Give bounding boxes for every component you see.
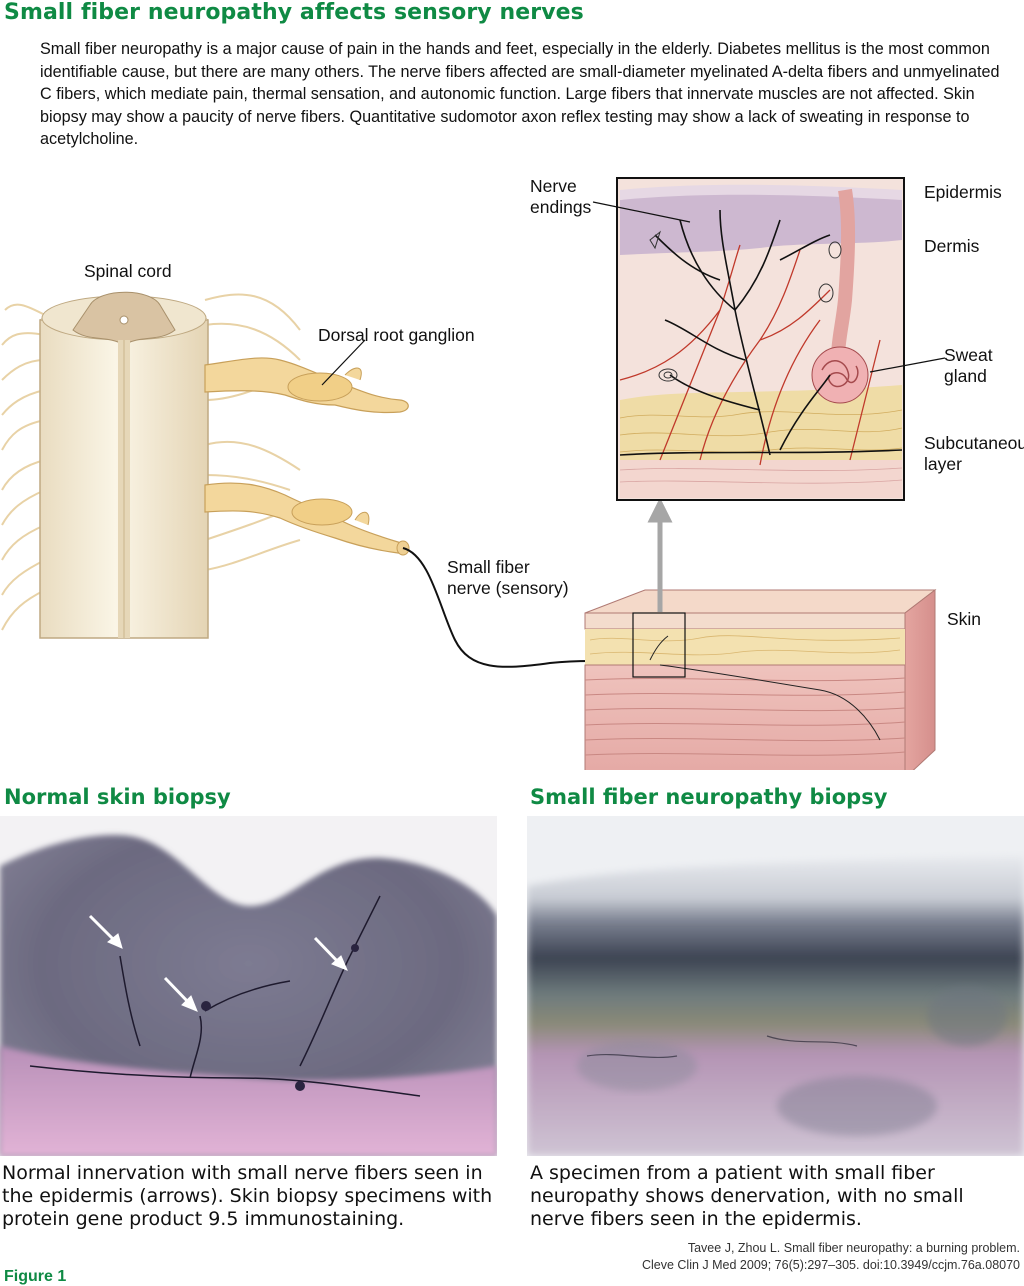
- fat-lobules: [589, 635, 901, 656]
- leader-lines: [592, 201, 946, 373]
- neuropathy-biopsy-caption: A specimen from a patient with small fib…: [530, 1162, 964, 1230]
- skin-block: [584, 588, 937, 780]
- normal-biopsy-heading: Normal skin biopsy: [4, 785, 231, 809]
- anatomy-diagram: Nerve endings Epidermis Dermis Spinal co…: [0, 160, 1024, 780]
- citation-line-2: Cleve Clin J Med 2009; 76(5):297–305. do…: [641, 1257, 1020, 1272]
- biopsy-arrow-icon: [88, 914, 348, 1012]
- blood-vessels: [619, 244, 881, 466]
- intro-paragraph: Small fiber neuropathy is a major cause …: [40, 40, 1000, 148]
- dorsal-root-ganglion-lower: [204, 482, 410, 556]
- normal-biopsy-caption: Normal innervation with small nerve fibe…: [2, 1162, 493, 1230]
- label-sweat-gland: Sweat gland: [944, 345, 993, 386]
- figure-label: Figure 1: [4, 1268, 67, 1285]
- nerve-fibers: [619, 209, 903, 456]
- label-dorsal-root-ganglion: Dorsal root ganglion: [318, 325, 475, 345]
- page-title: Small fiber neuropathy affects sensory n…: [4, 0, 584, 25]
- muscle-striations: [584, 677, 906, 756]
- anatomy-illustration: [1, 177, 946, 780]
- label-skin: Skin: [947, 609, 982, 629]
- ganglion-leader-line: [321, 339, 366, 386]
- label-subcutaneous-layer: Subcutaneous layer: [924, 433, 1024, 474]
- label-epidermis: Epidermis: [924, 182, 1002, 202]
- sensory-receptors: [649, 230, 842, 382]
- citation-line-1: Tavee J, Zhou L. Small fiber neuropathy:…: [687, 1241, 1020, 1255]
- biopsy-region-box: [632, 612, 686, 678]
- label-spinal-cord: Spinal cord: [84, 261, 172, 281]
- neuropathy-biopsy-image: [527, 816, 1024, 1156]
- neuropathy-biopsy-heading: Small fiber neuropathy biopsy: [530, 785, 888, 809]
- sweat-gland: [811, 346, 869, 404]
- spinal-cord: [1, 291, 301, 639]
- label-small-fiber-nerve: Small fiber nerve (sensory): [447, 557, 569, 598]
- label-nerve-endings: Nerve endings: [530, 176, 592, 217]
- normal-biopsy-image: [0, 816, 497, 1156]
- dorsal-root-ganglion-upper: [204, 357, 409, 414]
- citation: Tavee J, Zhou L. Small fiber neuropathy:…: [642, 1240, 1020, 1273]
- skin-inset: [616, 177, 905, 501]
- label-dermis: Dermis: [924, 236, 980, 256]
